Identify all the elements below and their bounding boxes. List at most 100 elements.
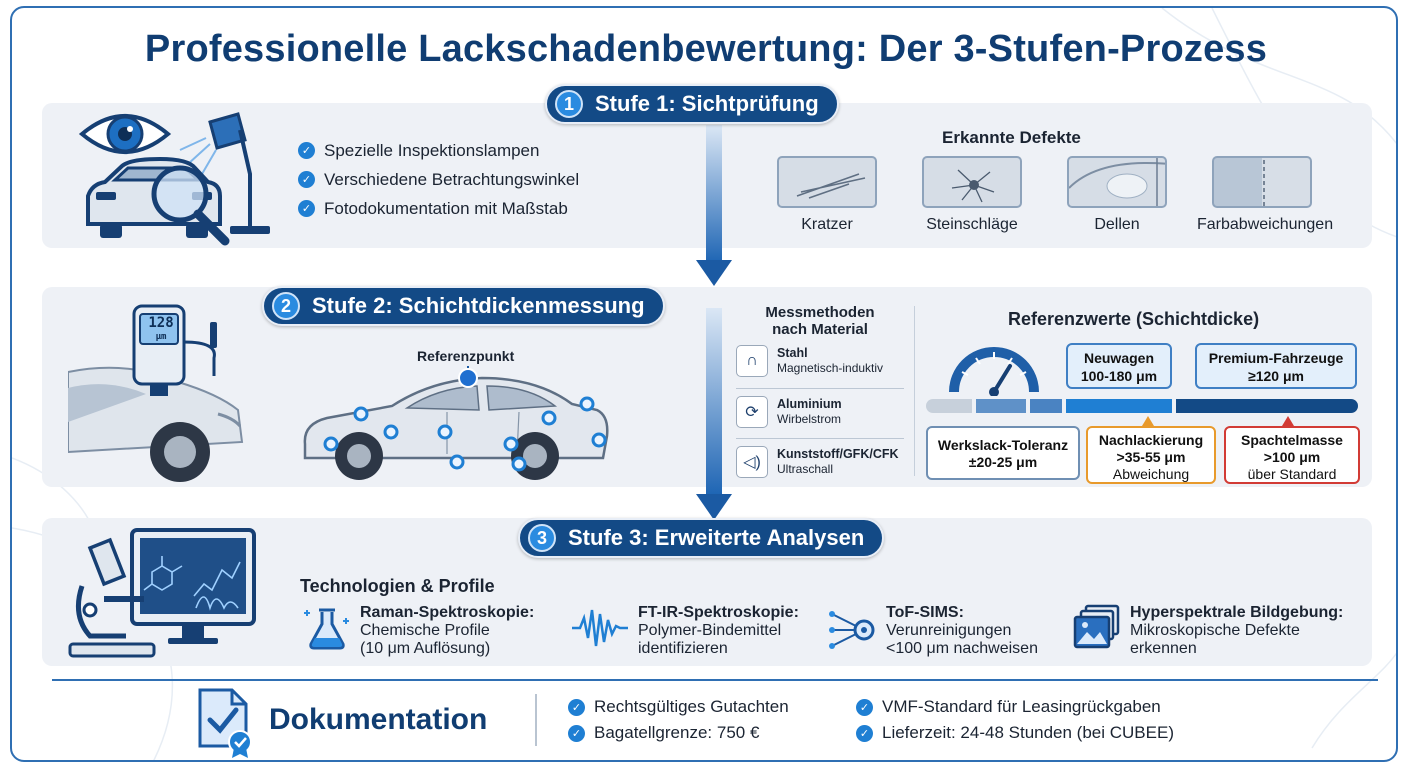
stage1-item-text: Fotodokumentation mit Maßstab: [324, 198, 568, 218]
scale-segment-new-car: [1066, 399, 1172, 413]
check-icon: ✓: [568, 724, 585, 742]
defects-title: Erkannte Defekte: [942, 128, 1081, 147]
page-title: Professionelle Lackschadenbewertung: Der…: [144, 28, 1268, 70]
tolerance-label: Spachtelmasse: [1241, 432, 1343, 448]
tech-hyperspectral: Hyperspektrale Bildgebung:Mikroskopische…: [1072, 604, 1343, 658]
stage1-pill: 1 Stufe 1: Sichtprüfung: [545, 84, 839, 124]
scale-segment: [926, 399, 972, 413]
color-deviation-icon: [1212, 156, 1312, 208]
tech-desc: identifizieren: [638, 640, 728, 657]
tech-desc: (10 μm Auflösung): [360, 640, 491, 657]
tolerance-box-filler: Spachtelmasse >100 μm über Standard: [1224, 426, 1360, 484]
list-item: ✓Spezielle Inspektionslampen: [298, 136, 579, 165]
stage2-pill: 2 Stufe 2: Schichtdickenmessung: [262, 286, 665, 326]
tech-desc: Verunreinigungen: [886, 622, 1012, 639]
value-label: Neuwagen: [1083, 350, 1154, 366]
documentation-list-right: ✓ VMF-Standard für Leasingrückgaben ✓Lief…: [856, 694, 1174, 746]
flow-arrow-2-head: [696, 494, 732, 520]
check-icon: ✓: [568, 698, 585, 716]
documentation-list-left: ✓ Rechtsgültiges Gutachten ✓ Bagatellgrenz…: [568, 694, 789, 746]
speedometer-icon: [949, 347, 1039, 396]
defect-label: Steinschläge: [926, 216, 1018, 233]
documentation-title: Dokumentation: [269, 703, 488, 736]
tech-name: Raman-Spektroskopie:: [360, 604, 535, 621]
method-material: Aluminium: [777, 397, 842, 411]
defect-color-deviation: Farbabweichungen: [1197, 156, 1334, 234]
defect-scratch: Kratzer: [762, 156, 892, 234]
tech-name: ToF-SIMS:: [886, 604, 964, 621]
value-box-premium: Premium-Fahrzeuge ≥120 μm: [1195, 343, 1357, 389]
tech-tof-sims: ToF-SIMS:Verunreinigungen<100 μm nachwei…: [828, 604, 1038, 658]
infographic-frame: Professionelle Lackschadenbewertung: Der…: [10, 6, 1398, 762]
thickness-gauge-car-icon: [68, 304, 244, 482]
defect-stone-chip: Steinschläge: [907, 156, 1037, 234]
scale-segment: [1030, 399, 1062, 413]
defect-label: Farbabweichungen: [1197, 216, 1334, 233]
doc-item-text: Rechtsgültiges Gutachten: [594, 697, 789, 716]
reference-point-label: Referenzpunkt: [417, 348, 515, 364]
methods-title: Messmethoden nach Material: [765, 304, 875, 338]
stage1-number: 1: [555, 90, 583, 118]
gauge-display: 128 μm: [143, 316, 179, 344]
tolerance-value: >35-55 μm: [1116, 449, 1186, 465]
stage3-pill: 3 Stufe 3: Erweiterte Analysen: [518, 518, 885, 558]
list-item: ✓ Fotodokumentation mit Maßstab: [298, 194, 579, 223]
doc-item-text: Bagatellgrenze: 750 €: [594, 723, 760, 742]
check-icon: ✓: [856, 698, 873, 716]
ultrasound-icon: ◁): [736, 446, 768, 478]
image-stack-icon: [1073, 604, 1120, 649]
value-range: ≥120 μm: [1248, 368, 1304, 384]
flask-icon: [304, 608, 349, 650]
stage2-number: 2: [272, 292, 300, 320]
value-label: Premium-Fahrzeuge: [1208, 350, 1344, 366]
tolerance-box-repaint: Nachlackierung >35-55 μm Abweichung: [1086, 426, 1216, 484]
gauge-unit: μm: [155, 332, 167, 342]
defect-label: Dellen: [1094, 216, 1140, 233]
defect-dent: Dellen: [1052, 156, 1182, 234]
tech-desc: Polymer-Bindemittel: [638, 622, 782, 639]
method-name: Magnetisch-induktiv: [777, 361, 884, 375]
scratch-icon: [777, 156, 877, 208]
stage1-checklist: ✓Spezielle Inspektionslampen ✓ Verschiede…: [298, 136, 579, 223]
tolerance-note: Abweichung: [1112, 466, 1190, 482]
car-measurement-points-icon: [303, 366, 609, 480]
value-box-new-car: Neuwagen 100-180 μm: [1066, 343, 1172, 389]
magnet-icon: ∩: [736, 345, 768, 377]
flow-arrow-1-shaft: [706, 125, 722, 265]
dent-icon: [1067, 156, 1167, 208]
tolerance-pointers: [1142, 416, 1294, 426]
divider: [736, 438, 904, 439]
eddy-current-icon: ⟳: [736, 396, 768, 428]
stage1-item-text: Verschiedene Betrachtungswinkel: [324, 169, 580, 189]
list-item: ✓ Bagatellgrenze: 750 €: [568, 720, 789, 746]
technologies-title: Technologien & Profile: [300, 576, 495, 596]
certificate-icon: [198, 688, 252, 758]
divider: [52, 679, 1378, 681]
doc-item-text: VMF-Standard für Leasingrückgaben: [882, 697, 1161, 716]
stage3-label: Stufe 3: Erweiterte Analysen: [568, 525, 865, 550]
tech-desc: erkennen: [1130, 640, 1197, 657]
flow-arrow-1-head: [696, 260, 732, 286]
tech-raman: Raman-Spektroskopie:Chemische Profile(10…: [302, 604, 534, 658]
ion-beam-icon: [829, 611, 875, 649]
divider: [914, 306, 915, 476]
inspection-illustration-icon: [78, 112, 270, 246]
waveform-icon: [572, 609, 628, 647]
list-item: ✓Lieferzeit: 24-48 Stunden (bei CUBEE): [856, 720, 1174, 746]
check-icon: ✓: [298, 200, 315, 217]
list-item: ✓ Rechtsgültiges Gutachten: [568, 694, 789, 720]
value-range: 100-180 μm: [1080, 368, 1158, 384]
tolerance-value: >100 μm: [1263, 449, 1321, 465]
method-material: Stahl: [777, 346, 808, 360]
stage1-label: Stufe 1: Sichtprüfung: [595, 91, 819, 116]
flow-arrow-2-shaft: [706, 308, 722, 498]
tolerance-value: ±20-25 μm: [968, 454, 1038, 470]
method-name: Wirbelstrom: [777, 412, 842, 426]
scale-segment-premium: [1176, 399, 1358, 413]
tech-desc: Chemische Profile: [360, 622, 490, 639]
tech-desc: <100 μm nachweisen: [886, 640, 1038, 657]
gauge-value: 128: [148, 315, 174, 331]
